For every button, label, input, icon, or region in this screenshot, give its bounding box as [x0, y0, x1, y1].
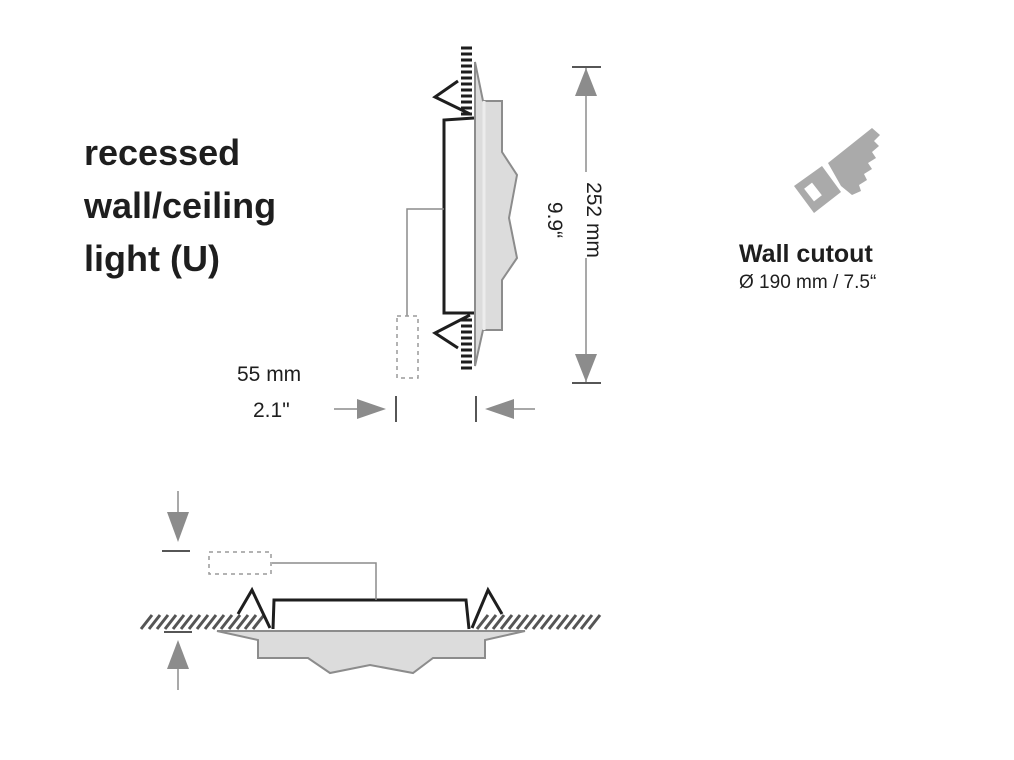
wall-cutout-dimension: Ø 190 mm / 7.5“	[739, 272, 877, 293]
arrow-down-icon	[575, 354, 597, 382]
depth-inch-label: 2.1"	[253, 399, 290, 422]
driver-cable-ceiling	[272, 562, 377, 600]
height-mm-label: 252 mm	[581, 182, 605, 258]
fixture-bezel-ceiling	[216, 630, 526, 675]
saw-icon	[794, 128, 880, 213]
title-line-3: light (U)	[84, 238, 220, 279]
wall-cutout-label: Wall cutout	[739, 240, 873, 268]
spring-clip-right	[470, 586, 504, 629]
depth-mm-label: 55 mm	[237, 363, 302, 386]
height-inch-label: 9.9“	[543, 201, 567, 239]
title-line-1: recessed	[84, 132, 241, 173]
ceiling-depth-dimension	[162, 491, 192, 690]
product-title: recessed wall/ceiling light (U)	[84, 126, 276, 285]
spring-clip-left	[236, 586, 272, 629]
side-view	[334, 46, 601, 422]
title-line-2: wall/ceiling	[84, 185, 277, 226]
arrow-right-icon	[357, 399, 386, 419]
arrow-down-icon	[167, 512, 189, 542]
driver-box-side	[396, 315, 419, 379]
driver-box-ceiling	[208, 551, 272, 575]
arrow-up-icon	[167, 640, 189, 669]
height-dimension	[572, 66, 601, 384]
ceiling-hatch	[139, 614, 602, 630]
spring-clip-bottom	[432, 313, 471, 350]
fixture-housing-ceiling	[271, 598, 471, 630]
wall-hatch-side	[461, 46, 472, 370]
arrow-up-icon	[575, 68, 597, 96]
fixture-bezel-side	[474, 61, 519, 367]
ceiling-view	[139, 491, 602, 690]
spring-clip-top	[432, 79, 471, 116]
arrow-left-icon	[485, 399, 514, 419]
depth-dimension	[334, 396, 535, 422]
fixture-housing-side	[442, 116, 475, 315]
driver-cable-side	[406, 208, 444, 316]
